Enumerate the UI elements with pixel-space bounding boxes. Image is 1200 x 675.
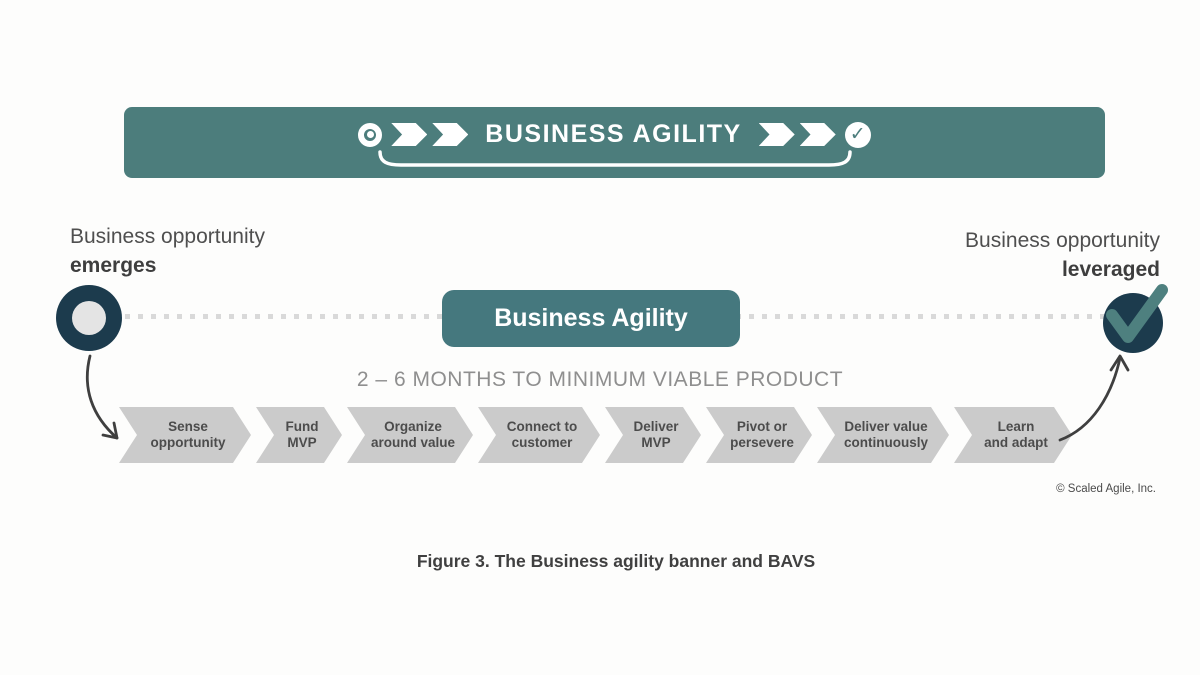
- label-line1: Business opportunity: [965, 229, 1160, 252]
- label-line1: Business opportunity: [70, 225, 265, 248]
- step-fund-mvp: Fund MVP: [256, 407, 342, 463]
- step-learn-and-adapt: Learn and adapt: [954, 407, 1072, 463]
- chevron-right-icon: [432, 123, 469, 146]
- end-check-icon: [1103, 284, 1168, 353]
- label-line2: emerges: [70, 254, 157, 277]
- step-deliver-value-continuously: Deliver value continuously: [817, 407, 949, 463]
- banner-title: BUSINESS AGILITY: [485, 120, 742, 148]
- label-opportunity-leveraged: Business opportunity leveraged: [965, 226, 1160, 284]
- step-deliver-mvp: Deliver MVP: [605, 407, 701, 463]
- business-agility-banner: BUSINESS AGILITY ✓: [124, 107, 1105, 178]
- bavs-steps-row: Sense opportunity Fund MVP Organize arou…: [119, 407, 1072, 463]
- copyright-text: © Scaled Agile, Inc.: [1056, 483, 1156, 495]
- pill-label: Business Agility: [494, 304, 688, 332]
- figure-caption: Figure 3. The Business agility banner an…: [416, 551, 816, 571]
- timeline-duration-label: 2 – 6 MONTHS TO MINIMUM VIABLE PRODUCT: [356, 368, 844, 391]
- banner-content: BUSINESS AGILITY ✓: [124, 120, 1105, 149]
- curved-arrow-down-icon: [85, 354, 119, 440]
- underbrace-icon: [378, 150, 852, 167]
- check-circle-icon: ✓: [844, 121, 871, 148]
- step-connect-to-customer: Connect to customer: [478, 407, 600, 463]
- chevron-right-icon: [799, 123, 836, 146]
- start-node-center: [72, 301, 106, 335]
- chevron-right-icon: [758, 123, 795, 146]
- step-sense-opportunity: Sense opportunity: [119, 407, 251, 463]
- chevron-right-icon: [391, 123, 428, 146]
- step-organize-around-value: Organize around value: [347, 407, 473, 463]
- label-opportunity-emerges: Business opportunity emerges: [70, 222, 265, 280]
- step-pivot-or-persevere: Pivot or persevere: [706, 407, 812, 463]
- start-node-icon: [56, 285, 122, 351]
- label-line2: leveraged: [1061, 258, 1160, 281]
- curved-arrow-up-icon: [1058, 354, 1130, 442]
- start-bullseye-icon: [358, 122, 383, 147]
- business-agility-pill: Business Agility: [442, 290, 740, 347]
